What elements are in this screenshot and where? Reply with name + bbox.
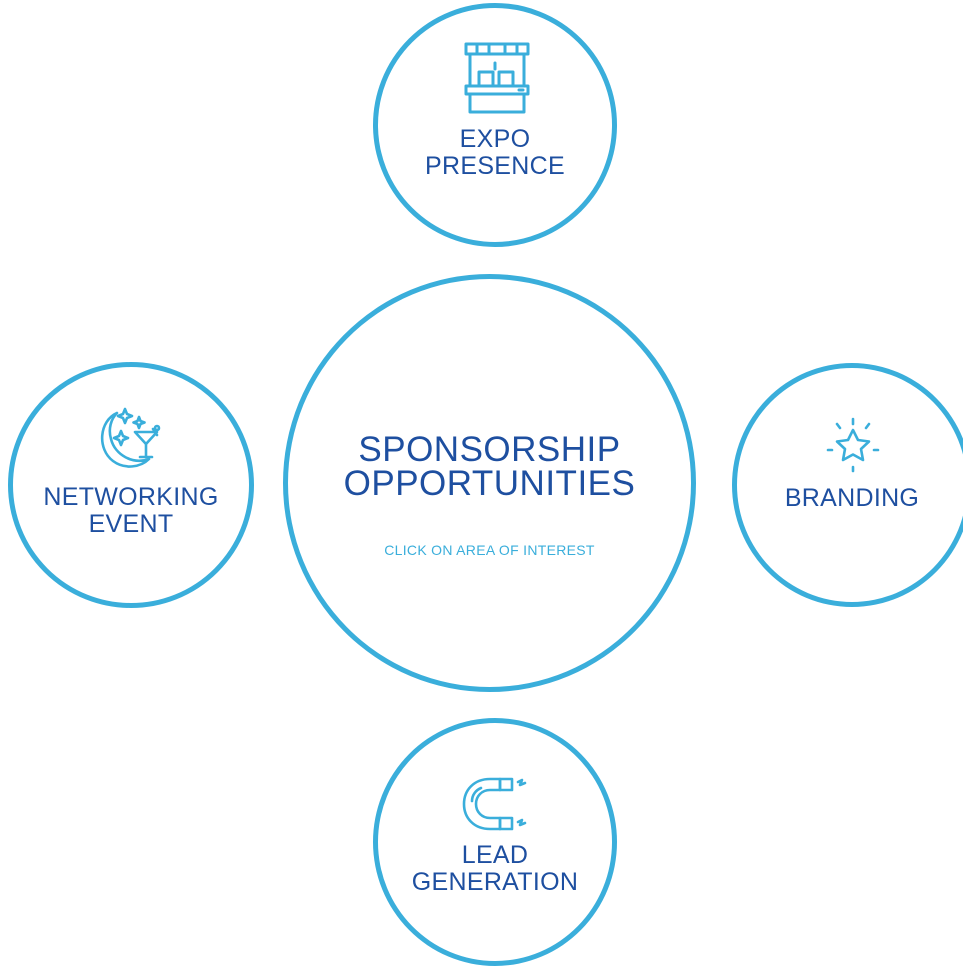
lead-label-line1: LEAD <box>461 841 529 869</box>
networking-label-line2: EVENT <box>88 510 174 538</box>
star-icon <box>823 416 883 476</box>
sponsorship-center-circle: SPONSORSHIP OPPORTUNITIES CLICK ON AREA … <box>283 274 696 692</box>
magnet-icon <box>460 773 534 839</box>
title-line1: SPONSORSHIP <box>358 430 621 469</box>
networking-label-line1: NETWORKING <box>43 483 219 511</box>
lead-generation-circle[interactable]: LEAD GENERATION <box>373 718 617 966</box>
networking-event-circle[interactable]: NETWORKING EVENT <box>8 362 254 608</box>
expo-presence-label: EXPO PRESENCE <box>378 126 612 180</box>
networking-event-label: NETWORKING EVENT <box>13 484 249 538</box>
expo-label-line1: EXPO <box>459 125 531 153</box>
instruction-subtitle: CLICK ON AREA OF INTEREST <box>384 542 595 558</box>
branding-label-line1: BRANDING <box>784 484 920 512</box>
title-line2: OPPORTUNITIES <box>343 464 636 503</box>
expo-label-line2: PRESENCE <box>425 152 565 180</box>
lead-generation-label: LEAD GENERATION <box>378 842 612 896</box>
branding-label: BRANDING <box>737 485 963 512</box>
page-title: SPONSORSHIP OPPORTUNITIES <box>288 430 691 503</box>
expo-booth-icon <box>461 42 533 114</box>
expo-presence-circle[interactable]: EXPO PRESENCE <box>373 3 617 247</box>
moon-cocktail-icon <box>95 405 171 481</box>
branding-circle[interactable]: BRANDING <box>732 363 963 607</box>
lead-label-line2: GENERATION <box>411 868 579 896</box>
